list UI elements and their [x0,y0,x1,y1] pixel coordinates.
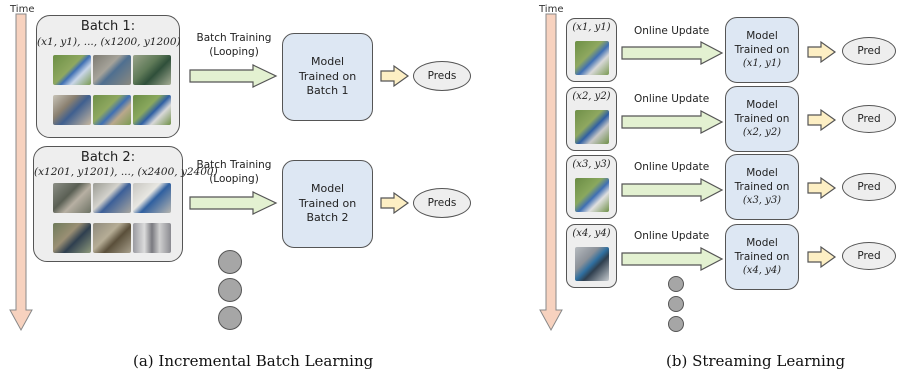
time-arrow-right [539,13,563,332]
caption-right: (b) Streaming Learning [666,352,846,370]
batch-title: Batch 1: [80,19,136,34]
model-box-batch-2: Model Trained on Batch 2 [282,160,373,248]
batch-box-1: Batch 1: (x1, y1), ..., (x1200, y1200) [36,15,181,138]
batch-range: (x1201, y1201), ..., (x2400, y2400) [34,166,218,178]
sample-box-4: (x4, y4) [566,224,617,288]
image-thumbnail [133,95,171,125]
batch-range: (x1, y1), ..., (x1200, y1200) [37,36,181,48]
sample-label: (x3, y3) [572,159,611,170]
prediction-arrow-batch-2 [380,191,410,215]
batch-training-label-2: Batch Training (Looping) [196,159,272,185]
sample-box-2: (x2, y2) [566,87,617,151]
prediction-arrow-batch-1 [380,64,410,88]
image-thumbnail [133,223,171,253]
sample-label: (x2, y2) [572,91,611,102]
batch-training-arrow-2 [189,191,278,215]
online-update-arrow-1 [621,41,724,65]
model-box-step-4: Model Trained on (x4, y4) [725,224,799,290]
preds-oval-batch-1: Preds [413,61,471,91]
prediction-arrow-step-4 [807,245,837,269]
pred-oval-step-4: Pred [842,242,896,270]
time-label-right: Time [539,4,564,15]
prediction-arrow-step-2 [807,108,837,132]
image-thumbnail [575,178,609,212]
pred-oval-step-2: Pred [842,105,896,133]
image-thumbnail [93,223,131,253]
online-update-arrow-3 [621,178,724,202]
sample-box-1: (x1, y1) [566,18,617,82]
pred-oval-step-1: Pred [842,37,896,65]
pred-oval-step-3: Pred [842,173,896,201]
model-box-batch-1: Model Trained on Batch 1 [282,33,373,121]
image-thumbnail [53,183,91,213]
online-update-label-1: Online Update [634,25,710,37]
sample-label: (x1, y1) [572,22,611,33]
image-thumbnail [133,183,171,213]
online-update-label-4: Online Update [634,230,710,242]
model-box-step-1: Model Trained on (x1, y1) [725,17,799,83]
sample-label: (x4, y4) [572,228,611,239]
image-thumbnail [93,95,131,125]
image-thumbnail [133,55,171,85]
online-update-label-3: Online Update [634,161,710,173]
batch-training-label-1: Batch Training (Looping) [196,32,272,58]
continuation-dot [218,250,242,274]
image-thumbnail [575,247,609,281]
model-box-step-2: Model Trained on (x2, y2) [725,86,799,152]
time-arrow-left [9,13,33,332]
image-thumbnail [93,55,131,85]
batch-training-arrow-1 [189,64,278,88]
continuation-dot [218,306,242,330]
sample-box-3: (x3, y3) [566,155,617,219]
prediction-arrow-step-3 [807,176,837,200]
continuation-dot [668,276,684,292]
continuation-dot [668,316,684,332]
continuation-dot [668,296,684,312]
caption-left: (a) Incremental Batch Learning [133,352,374,370]
continuation-dot [218,278,242,302]
prediction-arrow-step-1 [807,40,837,64]
image-thumbnail [575,41,609,75]
model-box-step-3: Model Trained on (x3, y3) [725,154,799,220]
batch-title: Batch 2: [80,150,136,165]
online-update-label-2: Online Update [634,93,710,105]
image-thumbnail [53,223,91,253]
image-thumbnail [53,55,91,85]
time-label-left: Time [10,4,35,15]
online-update-arrow-2 [621,110,724,134]
preds-oval-batch-2: Preds [413,188,471,218]
image-thumbnail [93,183,131,213]
image-thumbnail [575,110,609,144]
online-update-arrow-4 [621,247,724,271]
batch-box-2: Batch 2: (x1201, y1201), ..., (x2400, y2… [33,146,218,262]
image-thumbnail [53,95,91,125]
